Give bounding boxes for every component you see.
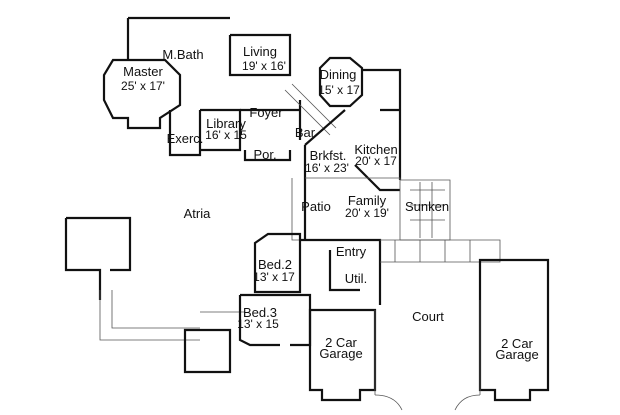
room-library-size: 16' x 15: [205, 128, 247, 142]
room-kitchen-label: Kitchen: [354, 142, 397, 157]
walls: [64, 16, 550, 411]
room-brkfst-label: Brkfst.: [310, 148, 347, 163]
room-bar-label: Bar: [295, 125, 316, 140]
room-master-label: Master: [123, 64, 163, 79]
room-patio-label: Patio: [301, 199, 331, 214]
room-master-size: 25' x 17': [121, 79, 165, 93]
room-bed2-label: Bed.2: [258, 257, 292, 272]
room-bed3-size: 13' x 15: [237, 317, 279, 331]
room-brkfst-size: 16' x 23': [305, 161, 349, 175]
room-garage1-line2: Garage: [319, 346, 362, 361]
room-family-size: 20' x 19': [345, 206, 389, 220]
room-living-size: 19' x 16': [242, 59, 286, 73]
room-mbath-label: M.Bath: [162, 47, 203, 62]
room-living-label: Living: [243, 44, 277, 59]
room-labels: M.Bath Living 19' x 16' Master 25' x 17'…: [121, 44, 539, 362]
room-atria-label: Atria: [184, 206, 212, 221]
room-bed2-size: 13' x 17: [253, 270, 295, 284]
room-garage1-line1: 2 Car: [325, 335, 357, 350]
room-court-label: Court: [412, 309, 444, 324]
room-sunken-label: Sunken: [405, 199, 449, 214]
room-bed3-label: Bed.3: [243, 305, 277, 320]
room-library-label: Library: [206, 116, 246, 131]
room-dining-size: 15' x 17: [318, 83, 360, 97]
room-dining-label: Dining: [320, 67, 357, 82]
room-porch-label: Por.: [253, 147, 276, 162]
room-kitchen-size: 20' x 17: [355, 154, 397, 168]
room-util-label: Util.: [345, 271, 367, 286]
room-entry-label: Entry: [336, 244, 367, 259]
room-exerc-label: Exerc.: [167, 131, 204, 146]
room-garage2-line2: Garage: [495, 347, 538, 362]
room-garage2-line1: 2 Car: [501, 336, 533, 351]
room-family-label: Family: [348, 193, 387, 208]
room-foyer-label: Foyer: [249, 105, 283, 120]
